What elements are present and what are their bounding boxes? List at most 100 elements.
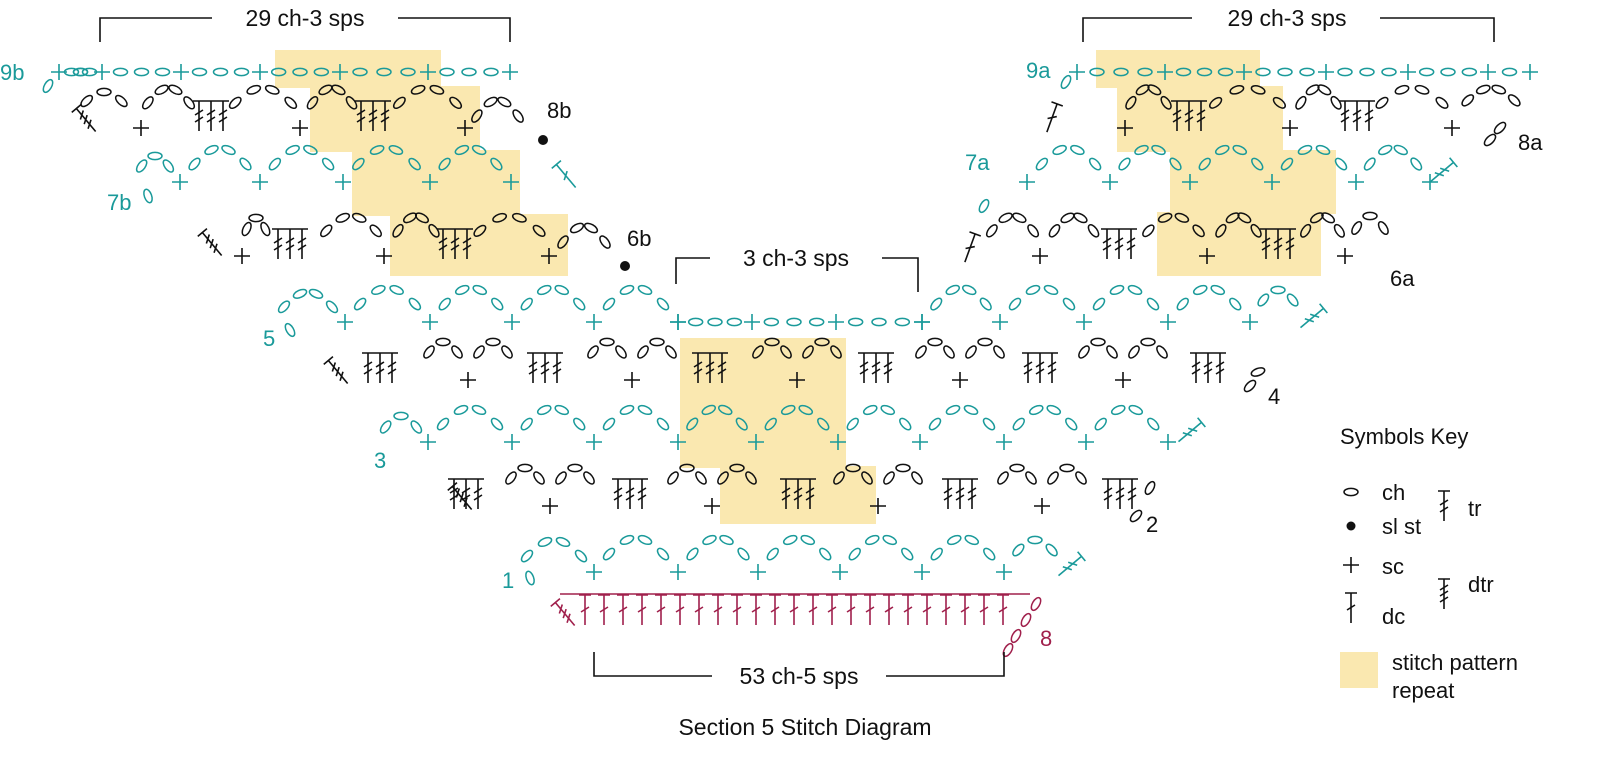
chain-stitch (980, 415, 998, 433)
chain-stitch (581, 469, 597, 487)
tr-stitch (869, 352, 883, 384)
sc-stitch (585, 563, 603, 581)
tr-stitch (295, 228, 309, 260)
chain-stitch (926, 415, 944, 433)
tr-stitch (385, 352, 399, 384)
chain-stitch (1033, 155, 1051, 173)
tr-stitch (857, 352, 871, 384)
repeat-highlight-8a (1117, 86, 1283, 152)
sc-stitch (585, 313, 603, 331)
chain-stitch (377, 418, 394, 436)
sc-stitch (1077, 433, 1095, 451)
chain-stitch (1092, 415, 1109, 433)
chain-stitch (369, 283, 387, 297)
chain-stitch (1009, 463, 1025, 473)
chain-stitch (1023, 469, 1039, 487)
sc-stitch (995, 563, 1013, 581)
dc-stitch (977, 594, 991, 626)
chain-stitch (1028, 595, 1044, 613)
chain-stitch (1433, 94, 1451, 111)
chain-stitch (319, 155, 337, 173)
sc-stitch (1479, 63, 1497, 81)
chain-stitch (960, 282, 978, 297)
chain-stitch (654, 295, 672, 313)
sc-stitch (501, 63, 519, 81)
chain-stitch (726, 317, 743, 327)
chain-stitch (846, 545, 863, 563)
chain-stitch (248, 213, 264, 223)
dtr-stitch (549, 597, 581, 631)
chain-stitch (600, 295, 618, 313)
chain-stitch (351, 295, 369, 313)
tr-stitch (953, 478, 967, 510)
sc-stitch (1031, 247, 1049, 265)
bracket-label-top-right: 29 ch-3 sps (1228, 5, 1347, 31)
sc-stitch (251, 173, 269, 191)
bracket-label-bottom: 53 ch-5 sps (740, 663, 859, 689)
dc-stitch (787, 594, 801, 626)
row-label-7a: 7a (965, 150, 990, 175)
chain-stitch (406, 295, 424, 313)
chain-stitch (275, 298, 293, 316)
chain-stitch (471, 343, 487, 361)
chain-stitch (153, 82, 171, 98)
chain-stitch (983, 222, 1000, 240)
chain-stitch (1059, 463, 1075, 473)
key-tr-label: tr (1468, 496, 1481, 521)
chain-stitch (927, 337, 943, 347)
chain-stitch (334, 210, 352, 225)
dc-stitch (654, 594, 668, 626)
chain-stitch (1058, 73, 1074, 91)
chain-stitch (388, 283, 406, 297)
chain-stitch (112, 67, 129, 77)
chain-stitch (1359, 67, 1375, 77)
tr-stitch (1124, 228, 1138, 260)
key-ch-label: ch (1382, 480, 1405, 505)
chain-stitch (1076, 343, 1092, 361)
chain-stitch (1491, 119, 1509, 137)
chain-stitch (1073, 469, 1089, 487)
chain-stitch (1025, 222, 1042, 240)
chain-stitch (535, 283, 553, 297)
sc-stitch (1399, 63, 1417, 81)
dc-stitch (806, 594, 820, 626)
chain-stitch (599, 337, 615, 347)
dc-stitch (901, 594, 915, 626)
chain-stitch (1459, 92, 1477, 109)
chain-stitch (212, 67, 229, 77)
chain-stitch (523, 569, 537, 587)
repeat-highlight-6b (390, 214, 568, 276)
chain-stitch (1010, 415, 1027, 433)
row-label-6a: 6a (1390, 266, 1415, 291)
chain-stitch (817, 545, 834, 563)
sc-stitch (251, 63, 269, 81)
chain-stitch (1376, 142, 1394, 158)
tr-stitch (1201, 352, 1215, 384)
sc-stitch (419, 433, 437, 451)
chain-stitch (808, 317, 825, 327)
chain-stitch (663, 343, 679, 361)
dc-stitch (692, 594, 706, 626)
chain-stitch (879, 403, 897, 417)
chain-stitch (636, 403, 654, 417)
tr-stitch (1045, 352, 1059, 384)
dc-stitch (578, 594, 592, 626)
chain-stitch (1481, 131, 1499, 149)
chain-stitch (707, 317, 723, 327)
chain-stitch (1068, 143, 1086, 157)
dc-stitch (958, 594, 972, 626)
chain-stitch (909, 469, 925, 487)
chain-stitch (1331, 222, 1347, 240)
sc-stitch (623, 371, 641, 389)
chain-stitch (963, 533, 981, 547)
chain-stitch (1024, 283, 1042, 297)
stitch-rows (40, 63, 1539, 659)
chain-stitch (1043, 541, 1060, 559)
tr-stitch (1295, 302, 1329, 334)
chain-stitch (600, 545, 618, 563)
chain-stitch (553, 403, 571, 417)
chain-stitch (944, 282, 962, 297)
tr-stitch (1113, 478, 1127, 510)
chain-stitch (449, 343, 465, 361)
slst-dot-6b (620, 261, 630, 271)
